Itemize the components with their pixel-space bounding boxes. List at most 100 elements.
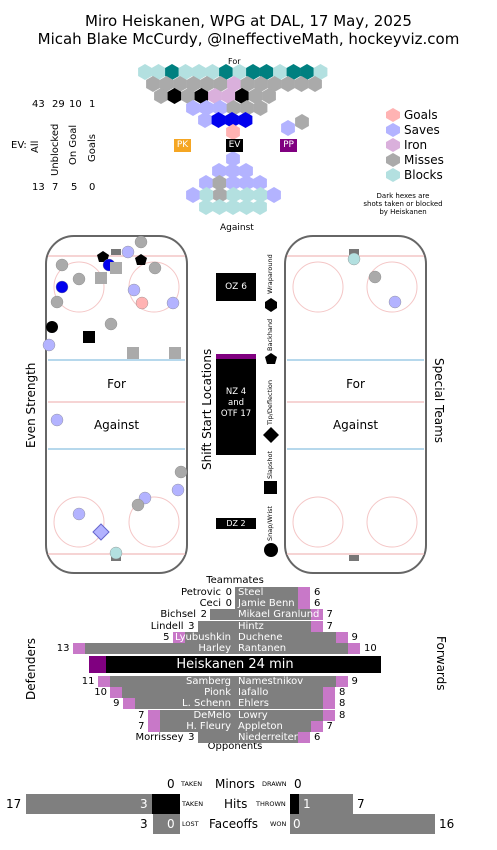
for-hex [178, 64, 193, 80]
hits-taken-total: 17 [6, 797, 22, 811]
minors-taken: 0 [167, 777, 175, 791]
opponent-name: DeMelo [193, 709, 231, 721]
faceoffs-lost-own: 0 [167, 817, 175, 831]
shot-marker [127, 283, 141, 297]
faceoffs-won-tag: WON [270, 820, 287, 828]
hits-taken-own-bar [152, 794, 180, 814]
unblocked-label: Unblocked [50, 123, 61, 176]
opponent-value: 8 [339, 687, 346, 699]
teammate-name: Duchene [238, 631, 283, 643]
for-hex [295, 114, 309, 130]
opponent-bar [235, 676, 348, 687]
wraparound-label: Wraparound [266, 254, 274, 294]
against-hex [253, 175, 267, 191]
opponent-bar [235, 709, 335, 721]
teammate-bar [72, 643, 235, 654]
shot-marker [72, 272, 86, 286]
for-hex [294, 76, 309, 92]
opponent-bar [235, 687, 335, 699]
teammate-value: 5 [163, 631, 170, 643]
for-hex [219, 64, 233, 80]
shot-marker [72, 507, 86, 521]
shot-marker [174, 465, 188, 479]
teammate-bar [172, 631, 235, 643]
against-count-on-goal: 5 [71, 182, 78, 193]
backhand-label: Backhand [266, 318, 274, 351]
for-hex [208, 88, 222, 104]
legend-label: Iron [404, 137, 428, 152]
against-hex [225, 163, 240, 179]
against-hex [253, 199, 267, 215]
teammate-name: Bichsel [160, 609, 196, 621]
legend-item-saves: Saves [385, 122, 444, 137]
pp-share-bar [72, 643, 85, 654]
nz-box [216, 359, 256, 455]
goals-label: Goals [87, 134, 98, 162]
slapshot-label: Slapshot [266, 450, 274, 479]
legend-item-blocks: Blocks [385, 167, 444, 182]
for-hex [167, 88, 182, 104]
for-hex [186, 76, 201, 92]
pp-share-bar [310, 620, 323, 632]
special-teams-rink [284, 235, 427, 574]
teammate-bar [235, 609, 323, 621]
for-hex [254, 76, 268, 92]
pp-share-bar [348, 643, 360, 654]
teammate-value: 3 [188, 620, 195, 632]
all-label: All [30, 140, 41, 153]
for-label: For [228, 57, 241, 66]
for-hex [225, 112, 239, 128]
for-hex [186, 100, 200, 116]
for-hex [221, 88, 236, 104]
for-hex [235, 88, 249, 104]
opponent-name: Pionk [204, 687, 231, 699]
dz-box [216, 518, 256, 529]
pp-share-bar [298, 598, 310, 610]
oz-label: OZ 6 [225, 282, 247, 292]
shot-marker [55, 280, 69, 294]
pp-share-bar [323, 687, 335, 699]
teammate-bar [235, 631, 348, 643]
for-hex [213, 100, 227, 116]
for-hex [173, 76, 187, 92]
shot-marker [50, 413, 64, 427]
for-hex [205, 64, 220, 80]
shot-marker [135, 296, 149, 310]
shot-marker [42, 338, 56, 352]
opponent-value: 7 [326, 720, 333, 732]
against-hex [212, 163, 226, 179]
shot-marker [171, 483, 185, 497]
opponent-value: 8 [339, 698, 346, 710]
against-hex [199, 199, 213, 215]
opponent-bar [147, 709, 235, 721]
shot-marker [83, 331, 95, 343]
teammate-value: 6 [314, 587, 321, 598]
for-hex [300, 64, 314, 80]
against-hex [186, 187, 200, 203]
teammate-value: 0 [225, 587, 232, 598]
shot-marker [121, 245, 135, 259]
for-count-goals: 1 [89, 99, 96, 110]
against-hex [226, 151, 240, 167]
teammate-name: Petrovic [181, 587, 221, 598]
pp-badge: PP [280, 139, 297, 152]
st-for-label: For [346, 377, 365, 391]
opponent-name: Appleton [238, 720, 283, 732]
for-count-on-goal: 10 [69, 99, 82, 110]
hits-thrown-total: 7 [357, 797, 365, 811]
opponent-value: 6 [314, 732, 321, 743]
teammate-name: Steel [238, 587, 264, 598]
teammate-bar [235, 587, 310, 598]
minors-label: Minors [215, 777, 255, 791]
shot-marker [46, 321, 58, 333]
against-count-all: 13 [32, 182, 45, 193]
legend-item-misses: Misses [385, 152, 444, 167]
against-label: Against [220, 223, 254, 233]
teammate-bar [235, 620, 323, 632]
for-count-all: 43 [32, 99, 45, 110]
teammate-value: 0 [225, 598, 232, 610]
minors-drawn: 0 [294, 777, 302, 791]
for-hex [200, 76, 214, 92]
even-strength-label: Even Strength [24, 362, 38, 448]
hits-taken-bar [26, 794, 180, 814]
